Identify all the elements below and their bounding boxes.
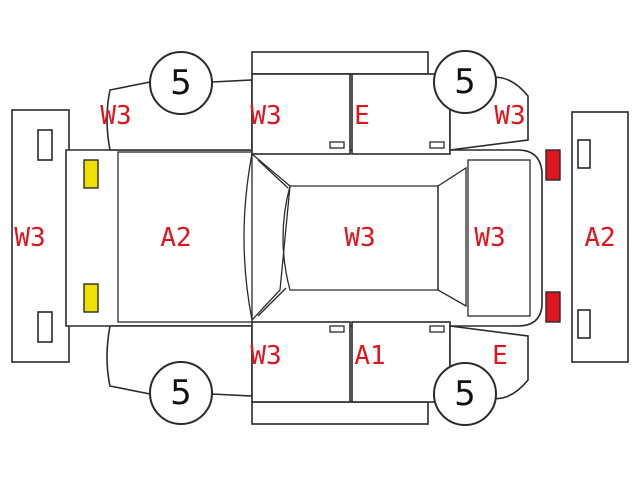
car-body-top bbox=[65, 149, 561, 327]
front-light-upper bbox=[83, 159, 99, 189]
code-left-rear-door: E bbox=[354, 101, 370, 131]
tire-rear-right: 5 bbox=[433, 362, 497, 426]
tire-front-right-grade: 5 bbox=[170, 373, 192, 413]
code-hood: A2 bbox=[160, 223, 191, 253]
code-roof: W3 bbox=[344, 223, 375, 253]
code-rear-bumper: A2 bbox=[584, 223, 615, 253]
code-right-rear-quarter: E bbox=[492, 341, 508, 371]
tire-rear-left-grade: 5 bbox=[454, 62, 476, 102]
code-left-rear-quarter: W3 bbox=[494, 101, 525, 131]
code-left-front-fender: W3 bbox=[100, 101, 131, 131]
code-trunk-lid: W3 bbox=[474, 223, 505, 253]
tire-front-left: 5 bbox=[149, 51, 213, 115]
tire-rear-right-grade: 5 bbox=[454, 374, 476, 414]
code-right-front-door: W3 bbox=[250, 341, 281, 371]
rear-bumper bbox=[571, 111, 629, 363]
code-left-front-door: W3 bbox=[250, 101, 281, 131]
rear-light-upper bbox=[545, 149, 561, 181]
front-light-lower bbox=[83, 283, 99, 313]
code-right-rear-door: A1 bbox=[354, 341, 385, 371]
rear-light-lower bbox=[545, 291, 561, 323]
tire-front-left-grade: 5 bbox=[170, 63, 192, 103]
front-bumper bbox=[11, 109, 70, 363]
code-front-bumper: W3 bbox=[14, 223, 45, 253]
tire-rear-left: 5 bbox=[433, 50, 497, 114]
tire-front-right: 5 bbox=[149, 361, 213, 425]
